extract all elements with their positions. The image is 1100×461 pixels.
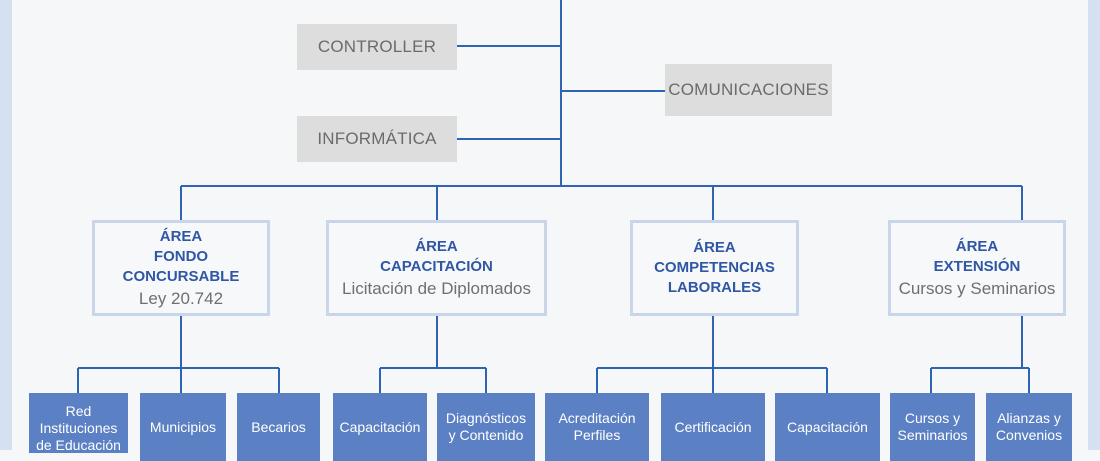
unit-certificacion: Certificación xyxy=(661,393,765,461)
area-subtitle: Licitación de Diplomados xyxy=(342,279,531,298)
area-competencias-laborales: ÁREA COMPETENCIAS LABORALES xyxy=(630,220,799,316)
area-title: ÁREA FONDO CONCURSABLE xyxy=(122,228,240,285)
unit-diagnosticos: Diagnósticos y Contenido xyxy=(437,393,535,461)
frame-left-border xyxy=(0,0,12,450)
controller-box: CONTROLLER xyxy=(297,24,457,70)
area-extension: ÁREA EXTENSIÓN Cursos y Seminarios xyxy=(888,220,1066,316)
informatica-box: INFORMÁTICA xyxy=(297,116,457,162)
unit-cursos-seminarios: Cursos y Seminarios xyxy=(890,393,975,461)
unit-red-instituciones: Red Instituciones de Educación xyxy=(29,393,128,453)
unit-alianzas-convenios: Alianzas y Convenios xyxy=(986,393,1072,461)
unit-acreditacion: Acreditación Perfiles xyxy=(545,393,649,461)
area-subtitle: Cursos y Seminarios xyxy=(898,279,1056,298)
area-title: ÁREA EXTENSIÓN xyxy=(933,238,1021,275)
area-title: ÁREA CAPACITACIÓN xyxy=(380,238,493,275)
unit-capacitacion-b: Capacitación xyxy=(775,393,880,461)
area-capacitacion: ÁREA CAPACITACIÓN Licitación de Diplomad… xyxy=(326,220,547,316)
unit-municipios: Municipios xyxy=(140,393,226,461)
unit-becarios: Becarios xyxy=(237,393,320,461)
area-subtitle: Ley 20.742 xyxy=(138,289,224,308)
unit-capacitacion-a: Capacitación xyxy=(333,393,427,461)
area-title: ÁREA COMPETENCIAS LABORALES xyxy=(654,239,775,296)
area-fondo-concursable: ÁREA FONDO CONCURSABLE Ley 20.742 xyxy=(92,220,270,316)
comunicaciones-box: COMUNICACIONES xyxy=(665,64,832,116)
frame-right-border xyxy=(1088,0,1100,450)
connector-lines xyxy=(77,0,1030,393)
